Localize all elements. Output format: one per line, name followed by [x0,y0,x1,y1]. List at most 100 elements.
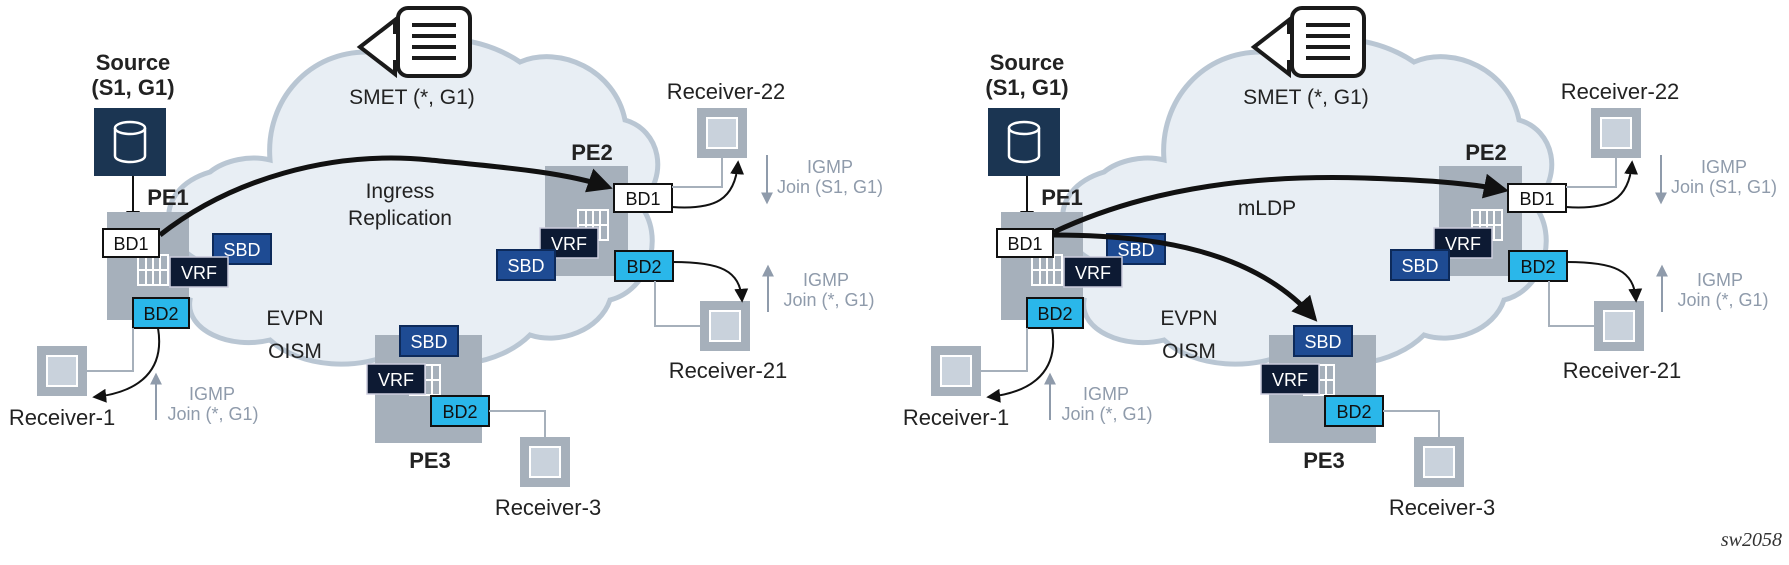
pe3-sbd-label: SBD [1304,332,1341,352]
pe2-sbd-box [1390,249,1450,281]
oism-label: OISM [268,340,322,363]
receiver-3-label: Receiver-3 [1389,495,1495,520]
pe1-vrf-box [169,256,229,288]
pe3-vrf-box [366,363,426,395]
pe1-vrf-box [1063,256,1123,288]
pe2-to-receiver-21-arrow [1566,261,1643,303]
pe3-sbd-box [1293,325,1353,357]
pe3-vrf-box [1260,363,1320,395]
evpn-label: EVPN [266,307,323,330]
smet-document-icon [356,6,472,79]
receiver-21-link [1548,281,1594,327]
pe1-bd1-box [996,228,1054,258]
pe2-bd2-box [1508,250,1568,282]
ingress-replication-arrow [158,155,613,237]
receiver-22-igmp-word: IGMP [807,157,853,177]
pe3-vrf-label: VRF [378,370,414,390]
pe1-sbd-label: SBD [223,240,260,260]
pe2-vrf-label: VRF [551,234,587,254]
pe3-bd2-label: BD2 [1336,402,1371,422]
mldp-arrow-to-pe2 [1052,173,1509,235]
receiver-21-label: Receiver-21 [1563,358,1682,383]
receiver-21-label: Receiver-21 [669,358,788,383]
pe2-label: PE2 [1465,140,1507,165]
pe2-sbd-box [496,249,556,281]
smet-label: SMET (*, G1) [349,86,475,109]
pe1-bd2-label: BD2 [143,304,178,324]
receiver-22-igmp-join: Join (S1, G1) [1671,177,1777,197]
pe1-label: PE1 [1041,185,1083,210]
receiver-21-igmp-join: Join (*, G1) [1677,290,1768,310]
pe1-sbd-label: SBD [1117,240,1154,260]
pe3-bd2-label: BD2 [442,402,477,422]
pe2-bd2-label: BD2 [626,257,661,277]
pe3-label: PE3 [1303,448,1345,473]
source-server [988,108,1060,176]
receiver-22-screen [706,117,738,149]
panel-right: SMET (*, G1) Source (S1, G1) PE1 BD1 SBD… [903,6,1777,520]
receiver-1-screen [46,355,78,387]
pe1-bd2-label: BD2 [1037,304,1072,324]
receiver-22-igmp-join: Join (S1, G1) [777,177,883,197]
pe1-bd2-box [132,297,190,329]
pe2-bd1-box [1507,183,1567,213]
pe1-vrf-label: VRF [1075,263,1111,283]
pe2-to-receiver-22-arrow [671,160,745,209]
receiver-21-screen [1603,310,1635,342]
panel-left: SMET (*, G1) Source (S1, G1) PE1 BD1 SBD [9,6,883,520]
receiver-1-label: Receiver-1 [9,405,115,430]
receiver-1-igmp-word: IGMP [1083,384,1129,404]
pe2-label: PE2 [571,140,613,165]
receiver-3-screen [1423,446,1455,478]
receiver-1-link [981,328,1028,372]
receiver-3-screen [529,446,561,478]
receiver-22-screen [1600,117,1632,149]
pe1-bd2-box [1026,297,1084,329]
ingress-replication-line2: Replication [348,207,452,230]
receiver-22-igmp-word: IGMP [1701,157,1747,177]
receiver-3-link [489,410,546,437]
source-label-line1: Source [96,50,171,75]
pe1-to-receiver-1-arrow [92,327,161,403]
source-label-line2: (S1, G1) [91,75,174,100]
pe1-bd1-label: BD1 [113,234,148,254]
smet-document-icon [1250,6,1366,79]
pe2-sbd-label: SBD [507,256,544,276]
pe2-bd2-label: BD2 [1520,257,1555,277]
pe2-sbd-label: SBD [1401,256,1438,276]
pe1-to-receiver-1-arrow [986,327,1055,403]
receiver-1-label: Receiver-1 [903,405,1009,430]
receiver-1-igmp-join: Join (*, G1) [167,404,258,424]
evpn-label: EVPN [1160,307,1217,330]
pe2-to-receiver-21-arrow [672,261,749,303]
pe3-bd2-box [430,395,490,427]
oism-label: OISM [1162,340,1216,363]
receiver-21-screen [709,310,741,342]
receiver-22-label: Receiver-22 [667,79,786,104]
figure-id: sw2058 [1721,529,1782,551]
ingress-replication-line1: Ingress [366,180,435,203]
pe2-vrf-label: VRF [1445,234,1481,254]
receiver-3-link [1383,410,1440,437]
pe1-label: PE1 [147,185,189,210]
receiver-1-screen [940,355,972,387]
pe2-to-receiver-22-arrow [1565,160,1639,209]
pe1-vrf-label: VRF [181,263,217,283]
receiver-21-igmp-join: Join (*, G1) [783,290,874,310]
pe1-bd1-label: BD1 [1007,234,1042,254]
source-server [94,108,166,176]
source-label-line1: Source [990,50,1065,75]
pe1-bd1-box [102,228,160,258]
receiver-21-igmp-word: IGMP [803,270,849,290]
database-icon [1007,120,1041,164]
mldp-arrow-to-pe3 [1053,232,1318,322]
receiver-21-igmp-word: IGMP [1697,270,1743,290]
receiver-22-link [672,158,723,188]
mldp-label: mLDP [1238,197,1296,220]
pe3-label: PE3 [409,448,451,473]
receiver-22-label: Receiver-22 [1561,79,1680,104]
receiver-1-link [87,328,134,372]
pe2-bd2-box [614,250,674,282]
